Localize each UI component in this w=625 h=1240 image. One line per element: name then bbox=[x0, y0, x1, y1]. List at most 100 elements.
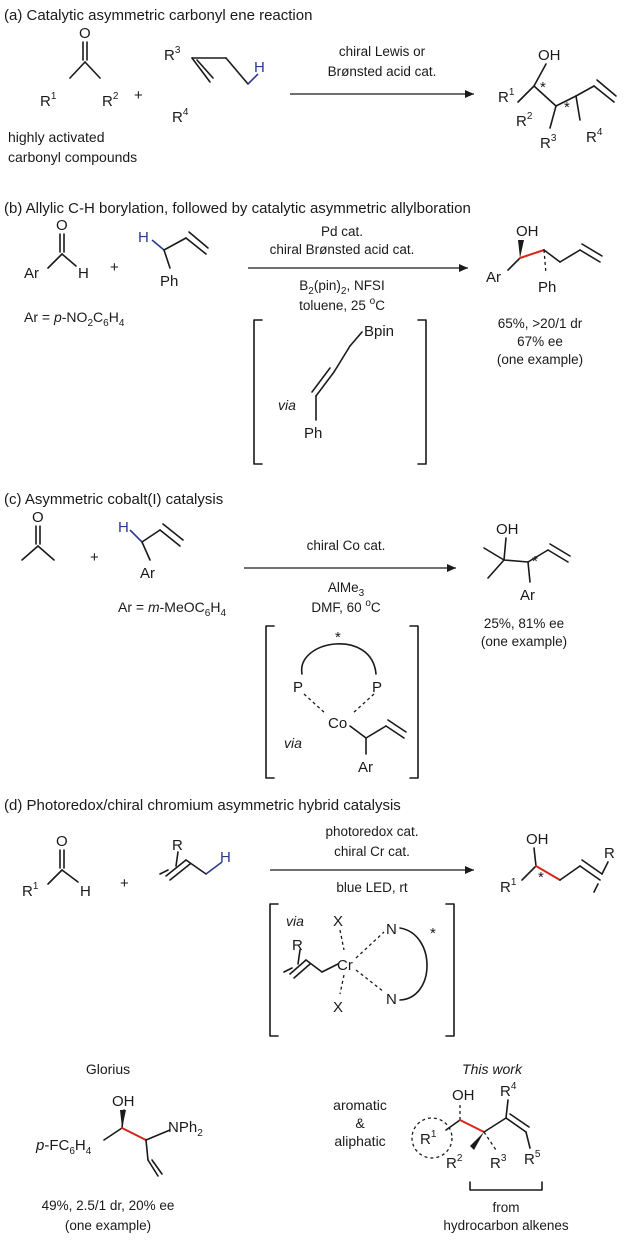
glorius-result-1: 49%, 2.5/1 dr, 20% ee bbox=[42, 1198, 175, 1213]
result-c-2: (one example) bbox=[481, 634, 567, 649]
tw-side-3: aliphatic bbox=[334, 1133, 385, 1149]
d-prod-star: * bbox=[538, 869, 544, 886]
allylbenzene-b: H Ph bbox=[138, 229, 209, 290]
r1-highlight-circle bbox=[411, 1117, 453, 1159]
cond-b-1: Pd cat. bbox=[321, 224, 363, 239]
ketone-structure: O R1 R2 bbox=[40, 25, 119, 110]
alkene-structure: H R3 R4 bbox=[164, 45, 265, 126]
c-p-left: P bbox=[293, 679, 303, 696]
b-ph: Ph bbox=[160, 273, 178, 290]
cond-d-1: photoredox cat. bbox=[325, 824, 418, 839]
via-bracket-c: * P P Co Ar via bbox=[265, 625, 419, 779]
plus-d: + bbox=[120, 875, 129, 892]
section-c: (c) Asymmetric cobalt(I) catalysis O + H… bbox=[4, 491, 571, 779]
glorius-title: Glorius bbox=[86, 1061, 130, 1077]
cond-c-3: DMF, 60 oC bbox=[311, 598, 381, 615]
tw-side-2: & bbox=[355, 1115, 365, 1131]
pa-r2: R2 bbox=[516, 111, 533, 130]
cond-b-2: chiral Brønsted acid cat. bbox=[270, 242, 415, 257]
arrow-a-head bbox=[465, 90, 474, 98]
c-ligand-star: * bbox=[335, 629, 341, 646]
section-a: (a) Catalytic asymmetric carbonyl ene re… bbox=[4, 7, 617, 165]
substrate-note-2: carbonyl compounds bbox=[8, 149, 137, 165]
cond-d-2: chiral Cr cat. bbox=[334, 844, 410, 859]
c-ar: Ar bbox=[140, 565, 155, 582]
cond-a-1: chiral Lewis or bbox=[339, 44, 426, 59]
b-allylic-h: H bbox=[138, 229, 149, 246]
d-prod-r: R bbox=[604, 845, 615, 862]
product-a: OH * * R1 R2 R3 R4 bbox=[498, 47, 617, 152]
b-atom-h: H bbox=[78, 265, 89, 282]
alkene-d: R H bbox=[159, 837, 231, 881]
d-allylic-h: H bbox=[220, 849, 231, 866]
d-alkene-r: R bbox=[172, 837, 183, 854]
via-bracket-d: via X Cr X N N * R bbox=[269, 903, 455, 1037]
result-b-3: (one example) bbox=[497, 352, 583, 367]
r3-label: R3 bbox=[164, 45, 181, 64]
section-b-heading: (b) Allylic C-H borylation, followed by … bbox=[4, 200, 471, 217]
tw-oh: OH bbox=[452, 1087, 475, 1104]
via-b-ph: Ph bbox=[304, 425, 322, 442]
aldehyde-b: O Ar H bbox=[24, 217, 89, 282]
b-prod-ar: Ar bbox=[486, 269, 501, 286]
pa-r3: R3 bbox=[540, 133, 557, 152]
c-ar-definition: Ar = m-MeOC6H4 bbox=[118, 599, 226, 619]
plus-b: + bbox=[110, 259, 119, 276]
tw-r5: R5 bbox=[524, 1149, 541, 1168]
cond-a-2: Brønsted acid cat. bbox=[328, 64, 437, 79]
via-c: via bbox=[284, 735, 302, 751]
section-b: (b) Allylic C-H borylation, followed by … bbox=[4, 200, 603, 465]
b-ar-definition: Ar = p-NO2C6H4 bbox=[24, 309, 125, 329]
r1-label: R1 bbox=[40, 91, 57, 110]
d-ligand-star: * bbox=[430, 925, 436, 942]
via-d: via bbox=[286, 913, 304, 929]
aldehyde-d: O R1 H bbox=[22, 833, 91, 900]
arrow-c-head bbox=[447, 564, 456, 572]
this-work-panel: This work aromatic & aliphatic R1 OH R4 … bbox=[333, 1061, 569, 1233]
c-via-ar: Ar bbox=[358, 759, 373, 776]
b-oh: OH bbox=[516, 223, 539, 240]
r2-label: R2 bbox=[102, 91, 119, 110]
c-atom-o: O bbox=[32, 509, 44, 526]
arrow-d-head bbox=[465, 866, 474, 874]
c-oh: OH bbox=[496, 521, 519, 538]
cond-c-1: chiral Co cat. bbox=[307, 538, 386, 553]
section-c-heading: (c) Asymmetric cobalt(I) catalysis bbox=[4, 491, 223, 508]
section-a-heading: (a) Catalytic asymmetric carbonyl ene re… bbox=[4, 7, 312, 24]
d-cr: Cr bbox=[337, 957, 353, 974]
glorius-aryl: p-FC6H4 bbox=[35, 1137, 92, 1157]
b-atom-ar: Ar bbox=[24, 265, 39, 282]
cond-b-3: B2(pin)2, NFSI bbox=[299, 278, 384, 297]
result-b-1: 65%, >20/1 dr bbox=[498, 316, 583, 331]
section-d: (d) Photoredox/chiral chromium asymmetri… bbox=[4, 797, 615, 1037]
tw-r2: R2 bbox=[446, 1153, 463, 1172]
b-atom-o: O bbox=[56, 217, 68, 234]
tw-r4: R4 bbox=[500, 1081, 517, 1100]
plus-a: + bbox=[134, 87, 143, 104]
via-bracket-b: via Bpin Ph bbox=[253, 319, 427, 465]
c-co: Co bbox=[328, 715, 347, 732]
atom-o: O bbox=[79, 25, 91, 42]
acetone-c: O bbox=[21, 509, 55, 561]
result-c-1: 25%, 81% ee bbox=[484, 616, 564, 631]
glorius-panel: Glorius OH p-FC6H4 NPh2 49%, 2.5/1 dr, 2… bbox=[35, 1061, 203, 1233]
tw-from-2: hydrocarbon alkenes bbox=[443, 1218, 569, 1233]
tw-r3: R3 bbox=[490, 1153, 507, 1172]
from-bracket bbox=[469, 1181, 543, 1191]
product-d: OH R1 * R bbox=[500, 831, 615, 896]
d-atom-h: H bbox=[80, 883, 91, 900]
allylic-h: H bbox=[254, 59, 265, 76]
allylarene-c: H Ar bbox=[118, 519, 184, 582]
d-prod-r1: R1 bbox=[500, 877, 517, 896]
glorius-nph2: NPh2 bbox=[168, 1119, 203, 1139]
bpin-label: Bpin bbox=[364, 323, 394, 340]
d-via-r: R bbox=[292, 937, 303, 954]
oh-a: OH bbox=[538, 47, 561, 64]
d-r1: R1 bbox=[22, 881, 39, 900]
via-b: via bbox=[278, 397, 296, 413]
c-p-right: P bbox=[372, 679, 382, 696]
glorius-oh: OH bbox=[112, 1093, 135, 1110]
plus-c: + bbox=[90, 549, 99, 566]
pa-r1: R1 bbox=[498, 87, 515, 106]
